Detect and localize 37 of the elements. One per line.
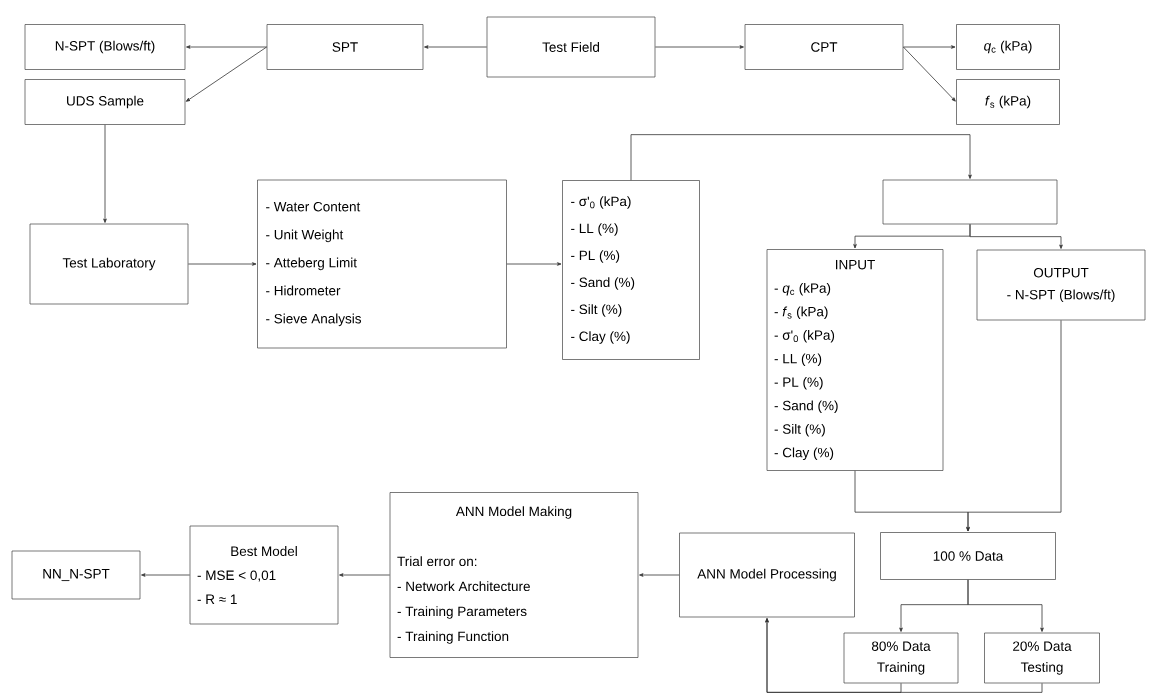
arrow <box>902 46 956 102</box>
arrow <box>187 262 257 266</box>
process-box: 20% Data Testing <box>984 632 1100 684</box>
process-box: OUTPUT - N-SPT (Blows/ft) <box>976 249 1146 321</box>
arrow <box>902 45 956 49</box>
process-box: q$_{c}$ (kPa) <box>956 24 1060 70</box>
process-box: CPT <box>744 24 904 70</box>
arrow <box>186 45 268 49</box>
process-box: 80% Data Training <box>843 632 959 684</box>
process-box: Test Field <box>486 16 656 78</box>
process-box: ANN Model Processing <box>679 532 855 618</box>
list-box: - Water Content - Unit Weight - Atteberg Limit - Hidrometer - Sieve Analysis <box>257 179 507 349</box>
arrow <box>424 45 488 49</box>
list-box: Best Model - MSE < 0,01 - R ≈ 1 <box>189 525 339 625</box>
list-box: ANN Model Making Trial error on: - Network Architecture - Training Parameters - Training Function <box>389 492 639 658</box>
arrow <box>765 618 1043 693</box>
arrow <box>654 45 744 49</box>
process-box: f$_{s}$ (kPa) <box>956 79 1060 125</box>
list-box: - σ'$_{0}$ (kPa) - LL (%) - PL (%) - Sand (%) - Silt (%) - Clay (%) <box>562 180 700 360</box>
process-box: N-SPT (Blows/ft) <box>24 24 186 70</box>
process-box: NN_N-SPT <box>11 550 141 600</box>
process-box: Test Laboratory <box>29 223 189 305</box>
arrow <box>966 319 1062 532</box>
process-box: 100 % Data <box>880 532 1056 580</box>
arrow <box>185 46 268 102</box>
arrow <box>630 134 972 181</box>
arrow <box>639 573 680 577</box>
arrow <box>103 124 107 223</box>
arrow <box>339 573 391 577</box>
arrow <box>967 579 1044 632</box>
process-box: UDS Sample <box>24 79 186 125</box>
arrow <box>141 573 191 577</box>
process-box: SPT <box>266 24 424 70</box>
arrow <box>506 262 562 266</box>
empty-box <box>882 179 1058 225</box>
arrow <box>969 223 1063 249</box>
list-box: INPUT - q$_{c}$ (kPa) - f$_{s}$ (kPa) - σ'$_{0}$ (kPa) - LL (%) - PL (%) - Sand (%) - Silt (%) - Clay (%) <box>766 249 944 471</box>
